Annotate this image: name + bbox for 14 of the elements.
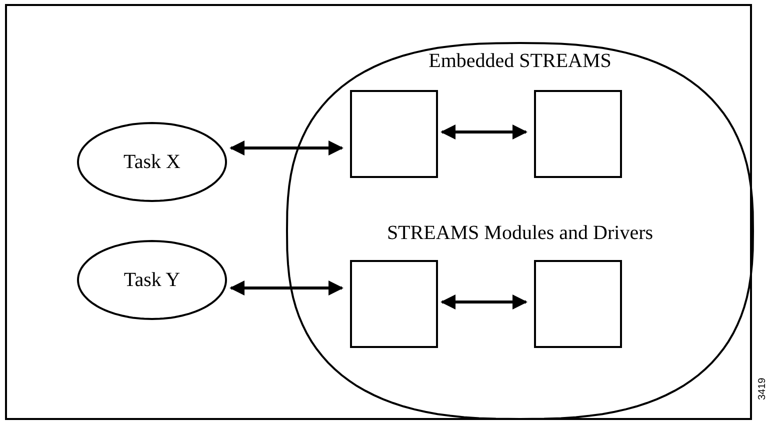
section-title: STREAMS Modules and Drivers [386, 222, 654, 245]
module-box [350, 90, 438, 178]
figure-number: 3419 [757, 378, 768, 400]
frame-box [5, 4, 752, 420]
double-arrow [230, 140, 344, 156]
double-arrow [440, 294, 528, 310]
double-arrow [440, 124, 528, 140]
task-label: Task Y [124, 268, 180, 292]
module-box [534, 90, 622, 178]
double-arrow [230, 280, 344, 296]
task-label: Task X [124, 150, 180, 174]
section-title: Embedded STREAMS [428, 50, 612, 73]
module-box [350, 260, 438, 348]
module-box [534, 260, 622, 348]
